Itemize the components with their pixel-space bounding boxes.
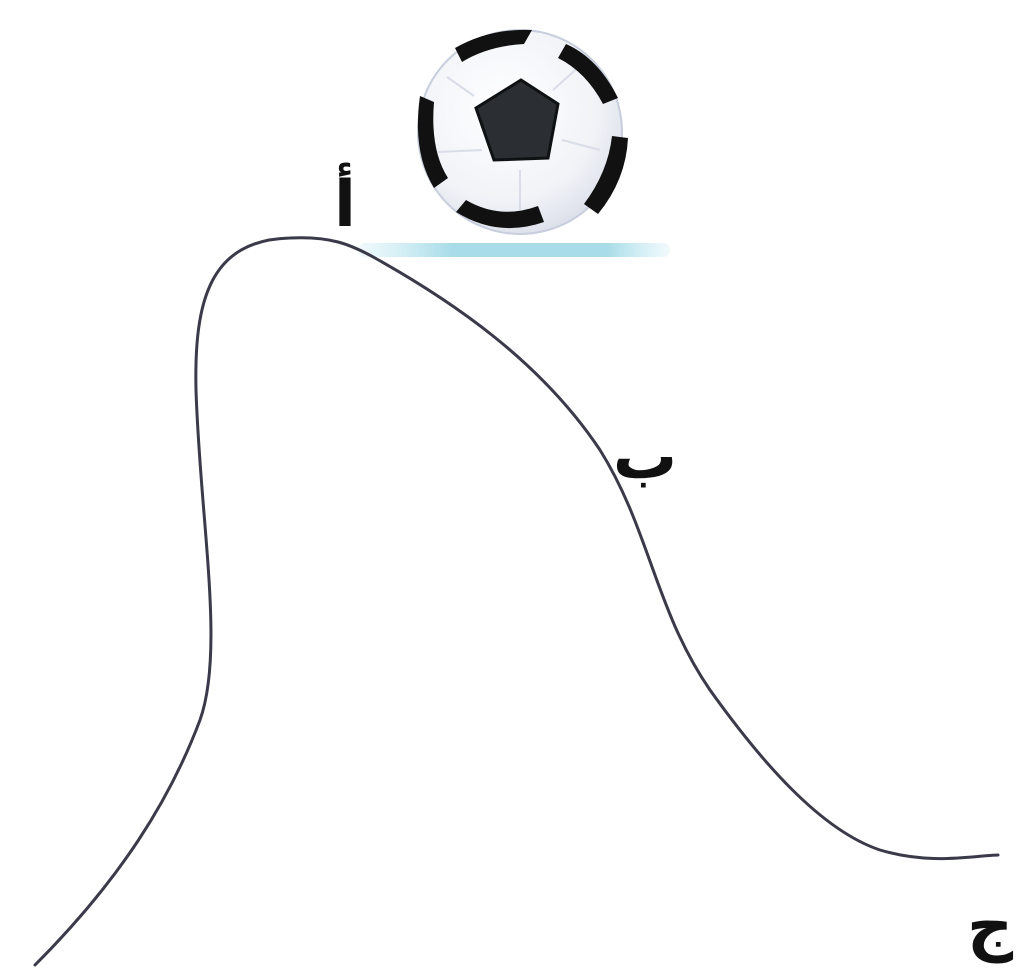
ball-shadow <box>358 243 670 257</box>
point-a-label: أ <box>334 162 356 242</box>
point-b-label: ب <box>613 420 677 494</box>
soccer-ball-icon <box>418 30 628 234</box>
point-c-label: ج <box>967 890 1014 964</box>
hill-curve <box>35 238 998 965</box>
